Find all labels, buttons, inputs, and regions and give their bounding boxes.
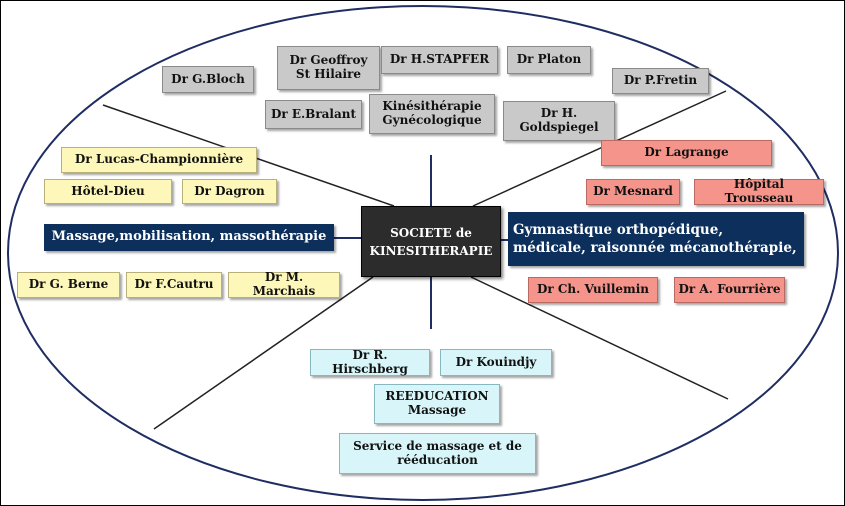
- left-node: Dr Lucas-Championnière: [61, 147, 257, 173]
- top-node: Kinésithérapie Gynécologique: [369, 94, 495, 134]
- left-node: Dr Dagron: [182, 179, 277, 204]
- divider-bottom-left: [153, 276, 374, 430]
- right-node: Hôpital Trousseau: [694, 177, 824, 205]
- right-node: Dr A. Fourrière: [674, 277, 785, 303]
- top-node: Dr Geoffroy St Hilaire: [277, 46, 380, 90]
- top-node: Dr H.STAPFER: [381, 46, 498, 74]
- bottom-node: Dr Kouindjy: [440, 349, 552, 376]
- left-node: Dr M. Marchais: [228, 270, 340, 298]
- divider-top-right: [472, 90, 727, 207]
- top-node: Dr P.Fretin: [612, 68, 709, 94]
- left-node: Hôtel-Dieu: [44, 179, 172, 204]
- left-branch-title: Massage,mobilisation, massothérapie: [44, 224, 334, 251]
- left-node: Dr F.Cautru: [126, 272, 222, 298]
- top-node: Dr E.Bralant: [265, 100, 362, 129]
- bottom-node: Service de massage et de rééducation: [339, 433, 536, 474]
- top-node: Dr G.Bloch: [162, 66, 254, 93]
- center-node: SOCIETE de KINESITHERAPIE: [361, 206, 501, 277]
- right-node: Dr Ch. Vuillemin: [528, 277, 658, 303]
- right-node: Dr Lagrange: [601, 140, 772, 166]
- top-node: Dr Platon: [507, 46, 591, 74]
- left-node: Dr G. Berne: [17, 272, 120, 298]
- bottom-node: REEDUCATION Massage: [374, 384, 500, 424]
- right-branch-title: Gymnastique orthopédique, médicale, rais…: [508, 212, 804, 266]
- outer-ellipse: [7, 5, 839, 501]
- right-node: Dr Mesnard: [586, 179, 680, 205]
- bottom-node: Dr R. Hirschberg: [310, 348, 430, 376]
- divider-bottom-right: [470, 276, 729, 400]
- top-node: Dr H. Goldspiegel: [503, 101, 615, 141]
